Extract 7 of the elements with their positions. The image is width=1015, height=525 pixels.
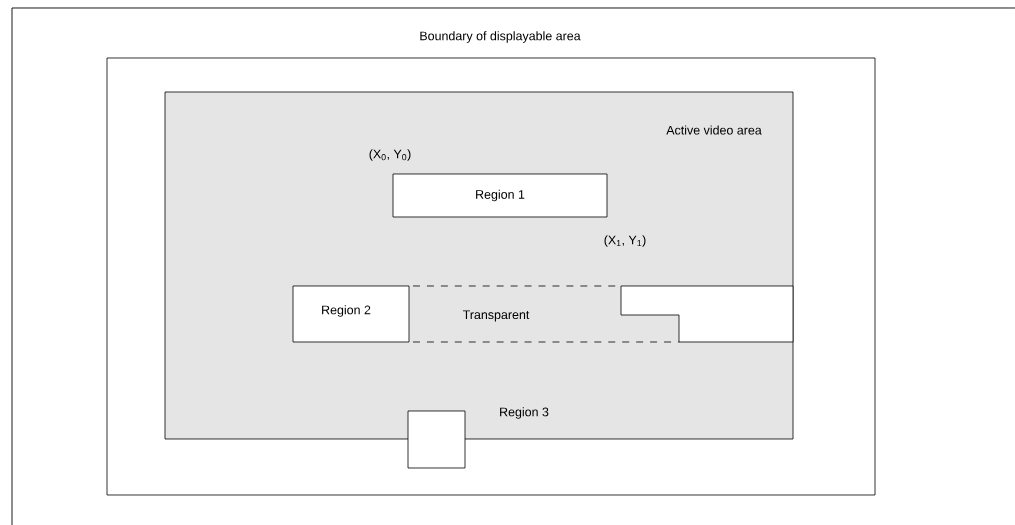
region-label: Region 3 xyxy=(500,407,549,419)
region-shape xyxy=(620,285,794,343)
coordinate-label: (X$_{1}$, Y$_{1}$) xyxy=(604,235,646,247)
region-box: Region 1 xyxy=(392,173,608,218)
region-box: Region 2 xyxy=(292,285,410,343)
transparent-area: Transparent xyxy=(408,285,680,343)
coordinate-label: (X$_{0}$, Y$_{0}$) xyxy=(369,149,411,161)
